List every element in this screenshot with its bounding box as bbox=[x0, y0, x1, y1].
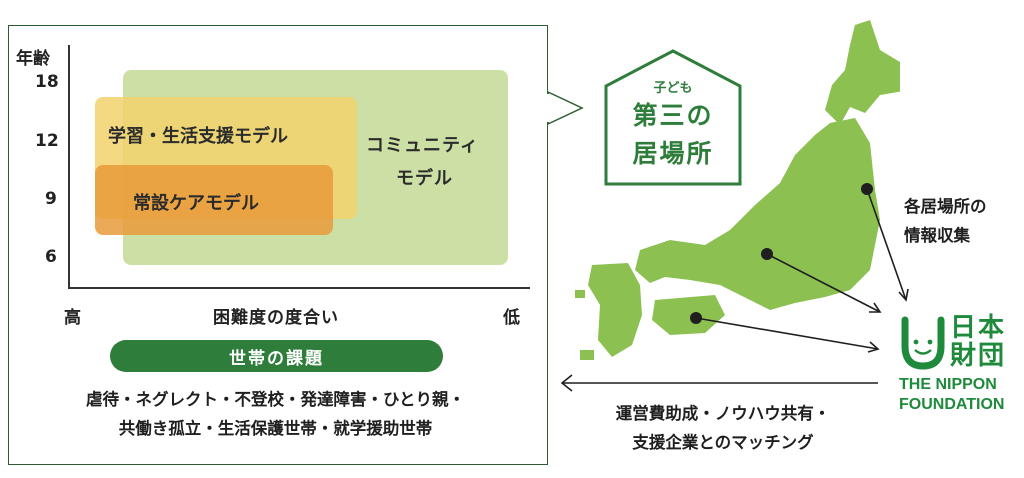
y-axis bbox=[68, 45, 70, 288]
info-collection-line2: 情報収集 bbox=[904, 226, 970, 245]
household-issues-line1: 虐待・ネグレクト・不登校・発達障害・ひとり親・ bbox=[85, 390, 465, 409]
foundation-name-line2: FOUNDATION bbox=[899, 396, 1005, 413]
permanent-care-model-area bbox=[95, 165, 333, 235]
speech-pointer bbox=[546, 90, 584, 126]
y-tick-12: 12 bbox=[35, 131, 59, 151]
support-flow-line1: 運営費助成・ノウハウ共有・ bbox=[615, 404, 831, 423]
x-axis bbox=[68, 287, 530, 289]
foundation-name-line1: THE NIPPON bbox=[899, 376, 997, 393]
foundation-kanji-line1: 日本 bbox=[950, 313, 1007, 343]
info-collection-line1: 各居場所の bbox=[904, 197, 987, 216]
house-sign-line1: 子ども bbox=[653, 81, 693, 96]
x-axis-low-label: 低 bbox=[503, 308, 520, 328]
community-model-label-line1: コミュニティ bbox=[366, 135, 479, 156]
japan-map bbox=[575, 20, 900, 360]
study-support-model-label: 学習・生活支援モデル bbox=[108, 126, 288, 147]
household-issues-line2: 共働き孤立・生活保護世帯・就学援助世帯 bbox=[118, 419, 433, 438]
community-model-label-line2: モデル bbox=[396, 168, 453, 189]
household-issues-title: 世帯の課題 bbox=[110, 340, 443, 372]
foundation-kanji-line2: 財団 bbox=[950, 341, 1007, 371]
support-flow-line2: 支援企業とのマッチング bbox=[632, 433, 814, 452]
y-axis-label: 年齢 bbox=[16, 49, 50, 69]
house-sign-line2: 第三の bbox=[632, 101, 714, 130]
nippon-foundation-logo-icon bbox=[901, 316, 945, 370]
house-sign-icon bbox=[604, 49, 742, 186]
y-tick-18: 18 bbox=[35, 72, 59, 92]
x-axis-high-label: 高 bbox=[64, 308, 81, 328]
y-tick-6: 6 bbox=[45, 247, 57, 267]
x-axis-label: 困難度の度合い bbox=[213, 308, 339, 328]
house-sign-line3: 居場所 bbox=[632, 139, 714, 168]
permanent-care-model-label: 常設ケアモデル bbox=[133, 193, 259, 214]
y-tick-9: 9 bbox=[45, 189, 57, 209]
